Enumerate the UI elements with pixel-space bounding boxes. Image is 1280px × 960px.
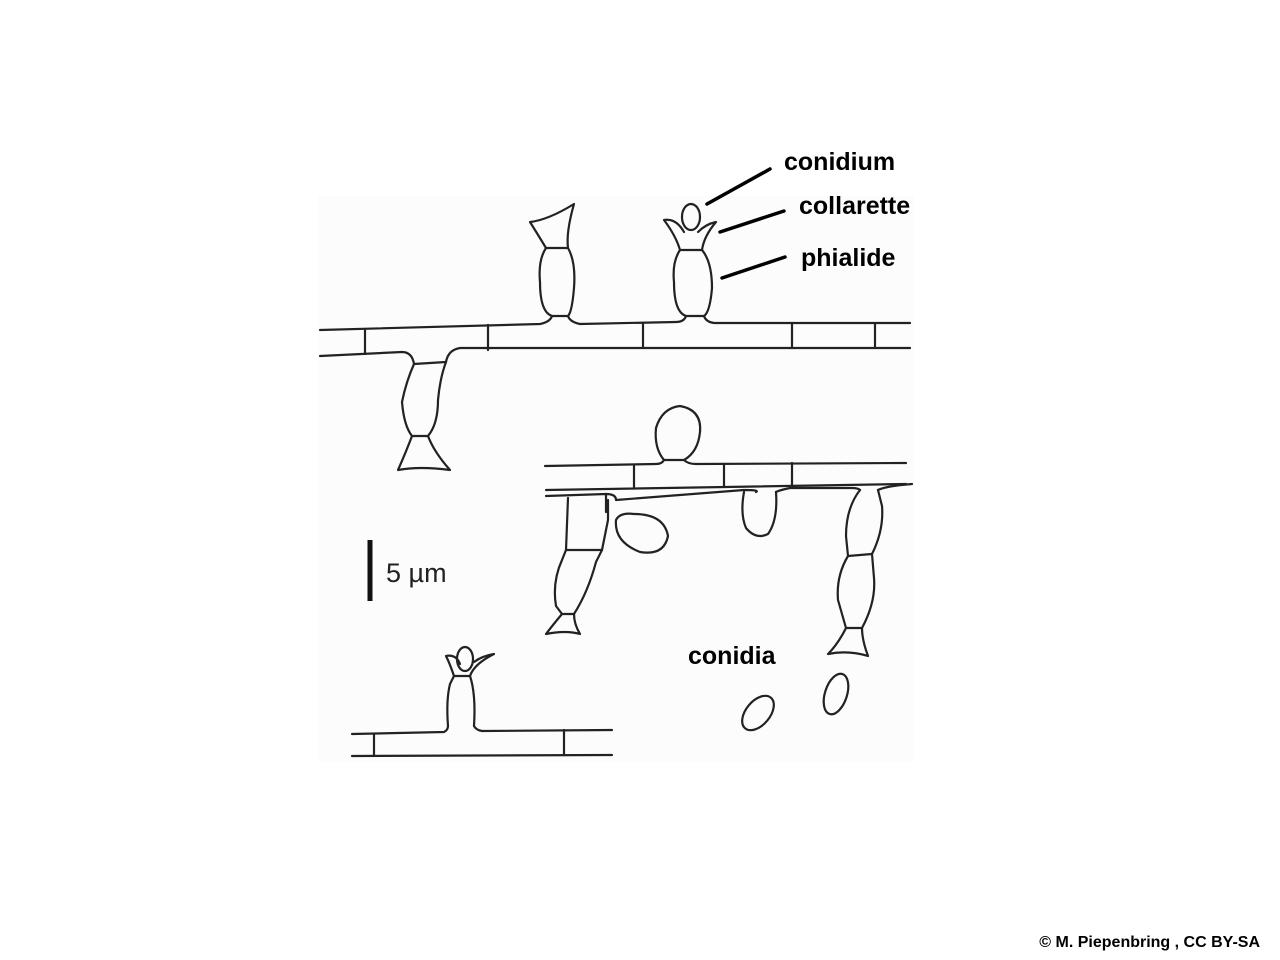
- conidiophore-right: [826, 488, 884, 658]
- free-conidia: [741, 672, 850, 732]
- hypha-branch: [544, 482, 914, 538]
- label-conidia: conidia: [688, 642, 776, 670]
- drawing-panel: [318, 196, 914, 762]
- label-collarette: collarette: [799, 192, 911, 220]
- phialide-leader-line: [720, 255, 787, 280]
- conidium-leader-line: [705, 167, 772, 206]
- hypha-bottom: [350, 645, 614, 758]
- hypha-top: [318, 314, 912, 366]
- scale-bar-label: 5 µm: [386, 558, 447, 588]
- copyright-credit: © M. Piepenbring , CC BY-SA: [1039, 934, 1260, 951]
- hypha-middle: [543, 404, 908, 492]
- phialide-hanging: [396, 360, 452, 472]
- collarette-leader-line: [718, 209, 786, 234]
- phialide-upper-2: [662, 202, 718, 318]
- conidiophore-left: [544, 496, 670, 636]
- phialide-upper-1: [528, 202, 576, 318]
- label-phialide: phialide: [801, 244, 896, 272]
- label-conidium: conidium: [784, 148, 896, 176]
